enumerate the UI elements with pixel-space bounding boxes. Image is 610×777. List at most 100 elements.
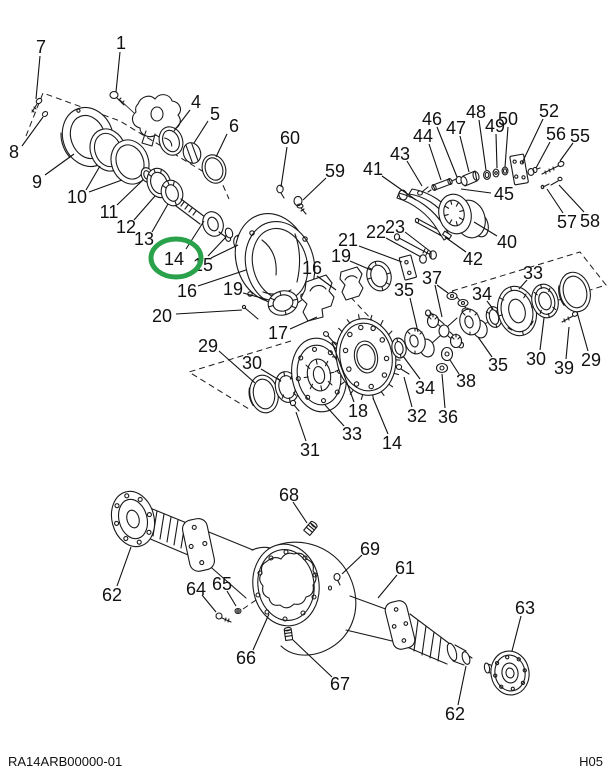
adjuster-lock-ring	[267, 290, 299, 316]
callout-46: 46	[422, 109, 442, 129]
axle-tube-right	[345, 595, 473, 666]
leader-line-5	[193, 120, 209, 144]
dowel-pin	[241, 304, 259, 320]
pinion-oil-seal	[158, 126, 184, 156]
callout-43: 43	[390, 144, 410, 164]
callout-34: 34	[472, 284, 492, 304]
callout-4: 4	[191, 92, 201, 112]
leader-line-50	[504, 126, 509, 168]
leader-line-36	[441, 373, 446, 409]
leader-line-10	[85, 165, 101, 191]
callout-32: 32	[407, 406, 427, 426]
leader-line-19	[349, 260, 372, 271]
set-screw	[417, 186, 429, 196]
leader-line-17	[289, 316, 318, 330]
leader-line-47	[459, 135, 470, 173]
plate-bolt	[527, 166, 541, 176]
carrier-bolt	[215, 612, 232, 623]
leader-line-8	[21, 116, 44, 147]
callout-61: 61	[395, 558, 415, 578]
lock-nut	[429, 250, 437, 260]
leader-line-42	[444, 236, 467, 253]
leader-line-29	[576, 311, 589, 352]
callout-62: 62	[445, 704, 465, 724]
callout-37: 37	[422, 268, 442, 288]
bearing-cap-right	[339, 266, 364, 301]
callout-38: 38	[456, 371, 476, 391]
leader-line-64	[201, 594, 217, 613]
leader-line-11	[116, 179, 144, 206]
callout-48: 48	[466, 102, 486, 122]
pinion-nut	[182, 142, 202, 164]
callout-16: 16	[177, 281, 197, 301]
leader-line-52	[521, 118, 544, 164]
callout-22: 22	[366, 222, 386, 242]
callout-33: 33	[342, 424, 362, 444]
callout-20: 20	[152, 306, 172, 326]
callout-66: 66	[236, 648, 256, 668]
callout-62: 62	[102, 585, 122, 605]
callout-60: 60	[280, 128, 300, 148]
cap-screw	[541, 160, 565, 175]
carrier-washer	[234, 607, 242, 615]
pinion-bearing-cone	[160, 179, 184, 207]
leader-line-62	[116, 546, 132, 587]
callout-29: 29	[198, 336, 218, 356]
leader-line-63	[511, 615, 522, 652]
leader-line-16	[316, 275, 337, 291]
callout-68: 68	[279, 485, 299, 505]
leader-line-10	[88, 179, 123, 193]
leader-line-29	[218, 350, 256, 384]
carrier-stud	[293, 195, 307, 215]
carrier-bolt-small	[276, 184, 285, 199]
leader-line-61	[377, 574, 398, 599]
leader-line-69	[341, 554, 363, 575]
callout-leader-lines	[21, 51, 589, 706]
flange-washer	[41, 110, 49, 118]
leader-line-48	[478, 119, 487, 171]
callout-57: 57	[557, 212, 577, 232]
drawing-number: RA14ARB00000-01	[8, 754, 123, 769]
leader-line-37	[434, 284, 443, 318]
leader-line-49	[495, 133, 498, 169]
diff-bearing-cup-right	[558, 271, 591, 313]
callout-50: 50	[498, 109, 518, 129]
case-bolt	[289, 399, 300, 412]
brake-flange-left	[181, 517, 215, 572]
lockout-piston	[460, 170, 480, 187]
bearing-adjuster-ring	[366, 260, 392, 292]
leader-line-44	[428, 143, 442, 181]
leader-line-30	[260, 368, 282, 382]
adjuster-bolt	[561, 311, 579, 323]
leader-line-33	[518, 279, 528, 290]
callout-10: 10	[67, 187, 87, 207]
callout-52: 52	[539, 101, 559, 121]
callout-5: 5	[210, 104, 220, 124]
axle-flange-left	[110, 490, 156, 548]
leader-line-40	[473, 221, 498, 237]
callout-35: 35	[394, 280, 414, 300]
lockout-ring-2	[501, 166, 509, 176]
callout-19: 19	[223, 279, 243, 299]
leader-line-34	[402, 355, 421, 380]
leader-line-33	[324, 404, 345, 427]
callout-67: 67	[330, 674, 350, 694]
leader-line-66	[252, 613, 270, 651]
leader-line-6	[215, 133, 228, 158]
callout-19: 19	[331, 246, 351, 266]
callout-30: 30	[242, 353, 262, 373]
leader-line-20	[175, 309, 243, 315]
side-gear-left	[404, 327, 435, 358]
callout-6: 6	[229, 116, 239, 136]
callout-23: 23	[385, 217, 405, 237]
leader-line-14	[372, 397, 389, 435]
callout-16: 16	[302, 258, 322, 278]
spider-pinion-gear-1	[426, 313, 440, 329]
thrust-washer-lower	[435, 362, 449, 374]
callout-7: 7	[36, 37, 46, 57]
leader-line-16	[197, 269, 247, 287]
leader-line-34	[486, 300, 494, 310]
